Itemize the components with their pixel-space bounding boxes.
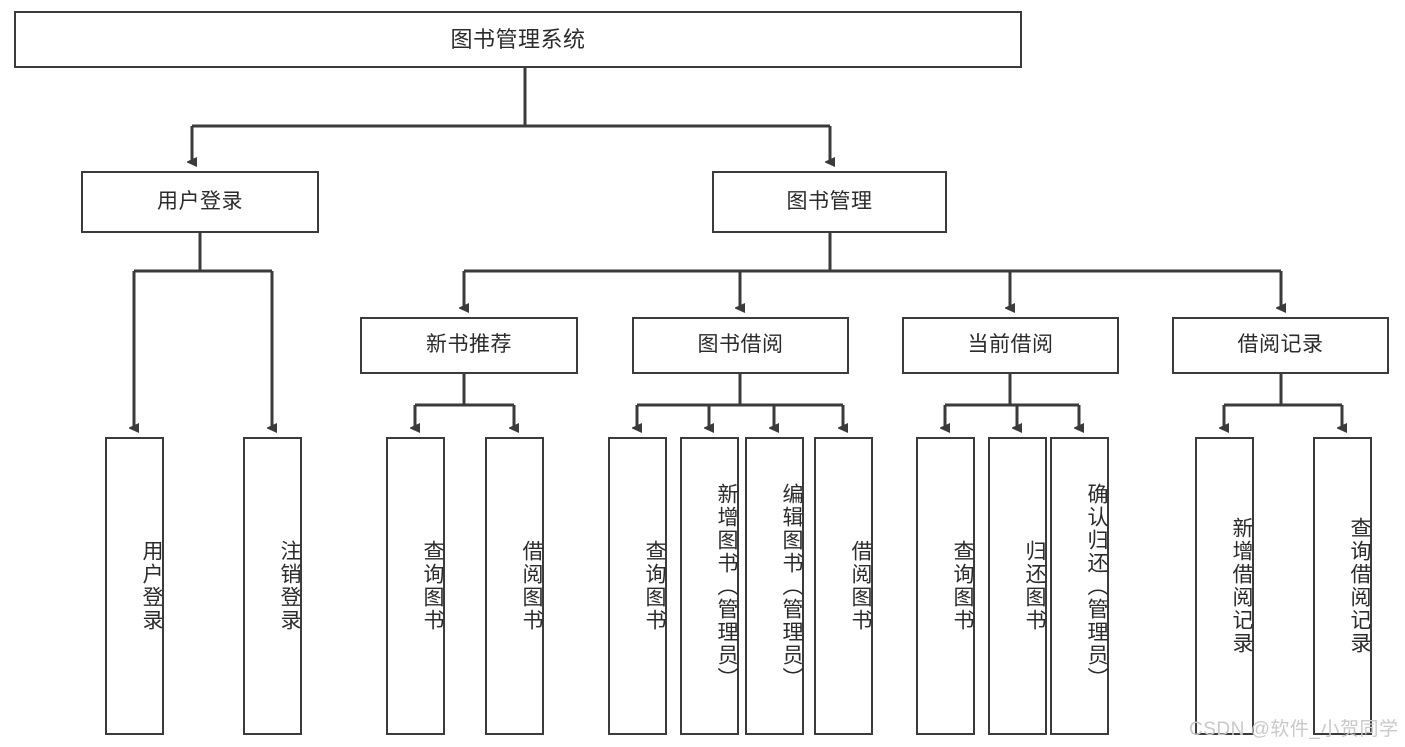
- node-label: 查询图书: [951, 540, 974, 632]
- node-label: 查询图书: [421, 540, 444, 632]
- node-leaf-query-book-borrow[interactable]: 查询图书: [608, 437, 667, 735]
- node-label: 借阅图书: [520, 540, 543, 632]
- node-book-management[interactable]: 图书管理: [712, 171, 947, 233]
- node-label: 注销登录: [278, 540, 301, 632]
- node-label: 新增图书（管理员）: [715, 482, 738, 690]
- node-label: 编辑图书（管理员）: [780, 482, 803, 690]
- node-borrow-record[interactable]: 借阅记录: [1172, 317, 1389, 374]
- node-label: 归还图书: [1023, 540, 1046, 632]
- node-label: 确认归还（管理员）: [1085, 482, 1108, 690]
- node-leaf-query-book-recommend[interactable]: 查询图书: [386, 437, 445, 735]
- node-leaf-query-book-current[interactable]: 查询图书: [916, 437, 975, 735]
- node-label: 查询借阅记录: [1348, 517, 1371, 655]
- csdn-watermark: CSDN @软件_小贺同学: [1189, 719, 1399, 740]
- node-label: 查询图书: [643, 540, 666, 632]
- node-user-login[interactable]: 用户登录: [81, 171, 319, 233]
- node-leaf-borrow-book-recommend[interactable]: 借阅图书: [485, 437, 544, 735]
- node-root[interactable]: 图书管理系统: [14, 11, 1022, 68]
- node-book-borrow[interactable]: 图书借阅: [632, 317, 849, 374]
- node-leaf-edit-book-admin[interactable]: 编辑图书（管理员）: [745, 437, 804, 735]
- node-current-borrow[interactable]: 当前借阅: [902, 317, 1119, 374]
- node-leaf-add-book-admin[interactable]: 新增图书（管理员）: [680, 437, 739, 735]
- node-leaf-user-logout[interactable]: 注销登录: [243, 437, 302, 735]
- node-leaf-borrow-book[interactable]: 借阅图书: [814, 437, 873, 735]
- node-new-book-recommend[interactable]: 新书推荐: [360, 317, 578, 374]
- node-leaf-confirm-return-admin[interactable]: 确认归还（管理员）: [1050, 437, 1109, 735]
- node-leaf-user-login[interactable]: 用户登录: [105, 437, 164, 735]
- node-label: 新增借阅记录: [1230, 517, 1253, 655]
- node-leaf-add-borrow-record[interactable]: 新增借阅记录: [1195, 437, 1254, 735]
- node-label: 借阅图书: [849, 540, 872, 632]
- node-leaf-return-book[interactable]: 归还图书: [988, 437, 1047, 735]
- node-leaf-query-borrow-record[interactable]: 查询借阅记录: [1313, 437, 1372, 735]
- node-label: 用户登录: [140, 540, 163, 632]
